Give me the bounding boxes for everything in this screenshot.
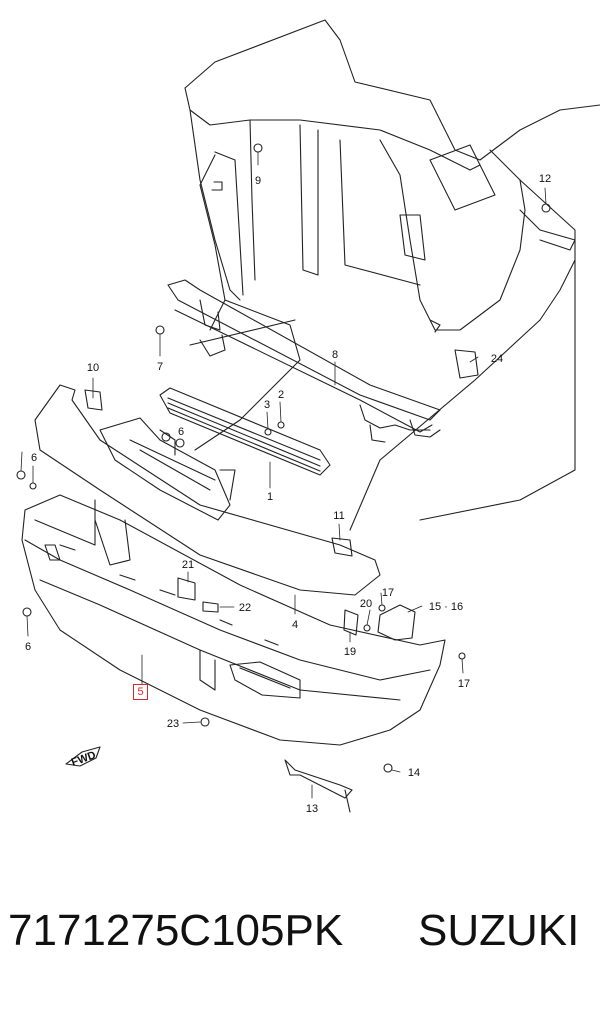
- callout-3: 3: [264, 399, 270, 411]
- bumper-reinforcement: [167, 279, 441, 443]
- part-caption: 7171275C105PK SUZUKI: [0, 906, 600, 986]
- callout-11: 11: [333, 510, 344, 522]
- callout-2: 2: [278, 389, 284, 401]
- callout-20: 21: [182, 559, 194, 571]
- callout-8: 8: [332, 349, 338, 361]
- callout-7: 7: [157, 361, 163, 373]
- callout-labels: 9 12 7 8 10 24 2 3 6 6 1 11 21 22 4 17 2…: [25, 173, 551, 815]
- front-upper-panel: [34, 384, 381, 596]
- callout-18: 19: [344, 646, 356, 658]
- callout-4: 4: [292, 619, 298, 631]
- callout-12: 12: [539, 173, 551, 185]
- grille: [159, 299, 331, 476]
- callout-13: 13: [306, 803, 318, 815]
- fwd-label: FWD: [70, 749, 98, 769]
- callout-17b: 17: [458, 678, 470, 690]
- callout-6a: 6: [178, 426, 184, 438]
- callout-15-16: 15 · 16: [429, 601, 463, 613]
- callout-10: 10: [87, 362, 99, 374]
- callout-14: 14: [408, 767, 420, 779]
- callout-6c: 6: [25, 641, 31, 653]
- front-bumper-cover: [21, 494, 446, 746]
- brand-name: SUZUKI: [418, 906, 580, 955]
- callout-22: 23: [167, 718, 179, 730]
- bumper-exploded-diagram: 9 12 7 8 10 24 2 3 6 6 1 11 21 22 4 17 2…: [16, 19, 600, 815]
- part-number: 7171275C105PK: [8, 906, 344, 955]
- bumper-stay: [284, 759, 353, 813]
- callout-9: 9: [255, 175, 261, 187]
- callout-19: 20: [360, 598, 372, 610]
- callout-5-boxed: 5: [133, 684, 148, 700]
- callout-6b: 6: [31, 452, 37, 464]
- callout-21: 22: [239, 602, 251, 614]
- fasteners: [16, 143, 551, 773]
- leader-lines: [20, 151, 547, 799]
- callout-17a: 17: [382, 587, 394, 599]
- radiator-support-panel: [184, 19, 600, 531]
- callout-1: 1: [267, 491, 273, 503]
- fwd-arrow: [65, 746, 101, 767]
- callout-23: 24: [491, 353, 503, 365]
- small-brackets: [84, 349, 479, 641]
